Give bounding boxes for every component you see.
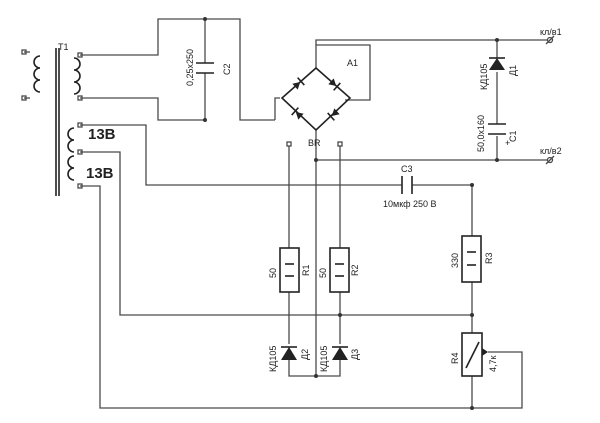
junction-dot [470, 406, 474, 410]
label-r4-value: 4,7к [488, 355, 498, 372]
diode-bridge-br: A1 BR [280, 58, 358, 148]
label-kl-v1: кл/в1 [540, 27, 562, 37]
terminal [21, 49, 27, 55]
label-r3: R3 [484, 252, 494, 264]
label-d3: Д3 [350, 349, 360, 360]
wire-c2-right [205, 18, 275, 121]
label-d1-type: КД105 [479, 64, 489, 90]
wire-out-plus [315, 39, 548, 45]
label-d2-type: КД105 [268, 346, 278, 372]
label-r1-value: 50 [268, 268, 278, 278]
label-r4: R4 [450, 352, 460, 364]
transformer-t1: T1 13В 13В [21, 42, 116, 196]
label-c3-value: 10мкф 250 В [383, 199, 437, 209]
secondary-winding-13v-2 [67, 155, 75, 181]
output-terminals: кл/в1 кл/в2 [540, 27, 562, 165]
resistor-r1: 50 R1 [268, 247, 311, 293]
junction-dot [314, 374, 318, 378]
wire-13v-1 [80, 124, 402, 186]
wire-sec-top [80, 18, 205, 56]
label-c3: C3 [401, 164, 413, 174]
label-r3-value: 330 [450, 253, 460, 268]
junction-dot [203, 17, 207, 21]
junction-dot [470, 313, 474, 317]
capacitor-c2: 0,25х250 C2 [185, 49, 232, 86]
resistor-r2: 50 R2 [318, 247, 360, 293]
label-d3-type: КД105 [319, 346, 329, 372]
terminal [21, 95, 27, 101]
junction-dot [203, 118, 207, 122]
wire-13v-mid [80, 151, 472, 316]
label-r1: R1 [301, 264, 311, 276]
junction-dots [203, 17, 499, 410]
secondary-winding-main [73, 57, 81, 95]
junction-dot [314, 158, 318, 162]
label-d2: Д2 [300, 349, 310, 360]
label-c2: C2 [222, 63, 232, 75]
wire-13v-bottom [80, 185, 523, 409]
capacitor-c1: + 50,0х160 C1 [476, 115, 518, 152]
capacitor-c3: C3 10мкф 250 В [383, 164, 437, 209]
label-r2-value: 50 [318, 268, 328, 278]
label-a1: A1 [347, 58, 358, 68]
label-kl-v2: кл/в2 [540, 146, 562, 156]
wire-sec-bottom [80, 97, 205, 121]
label-c1-plus: + [505, 138, 510, 148]
primary-winding [33, 55, 41, 93]
wires [24, 18, 548, 409]
diode-d1: КД105 Д1 [479, 57, 518, 90]
label-c1: C1 [508, 130, 518, 142]
diode-d2: КД105 Д2 [268, 346, 310, 372]
diode-d3: КД105 Д3 [319, 346, 360, 372]
potentiometer-r4: R4 4,7к [450, 332, 498, 377]
bridge-outline [280, 66, 352, 132]
label-d1: Д1 [508, 65, 518, 76]
label-c2-value: 0,25х250 [185, 49, 195, 86]
resistor-r3: 330 R3 [450, 235, 494, 283]
label-t1: T1 [58, 42, 69, 52]
wire-bridge-left [274, 97, 280, 120]
label-br: BR [308, 138, 321, 148]
secondary-winding-13v-1 [67, 127, 75, 153]
label-13v-2: 13В [86, 165, 114, 182]
diode-symbol [292, 81, 301, 90]
junction-dot [495, 38, 499, 42]
junction-dot [338, 313, 342, 317]
label-13v-1: 13В [88, 126, 116, 143]
junction-dot [470, 183, 474, 187]
label-c1-value: 50,0х160 [476, 115, 486, 152]
junction-dot [495, 158, 499, 162]
wire-d2-d3-bottom [288, 360, 341, 377]
wire-a1 [315, 44, 371, 101]
label-r2: R2 [350, 264, 360, 276]
